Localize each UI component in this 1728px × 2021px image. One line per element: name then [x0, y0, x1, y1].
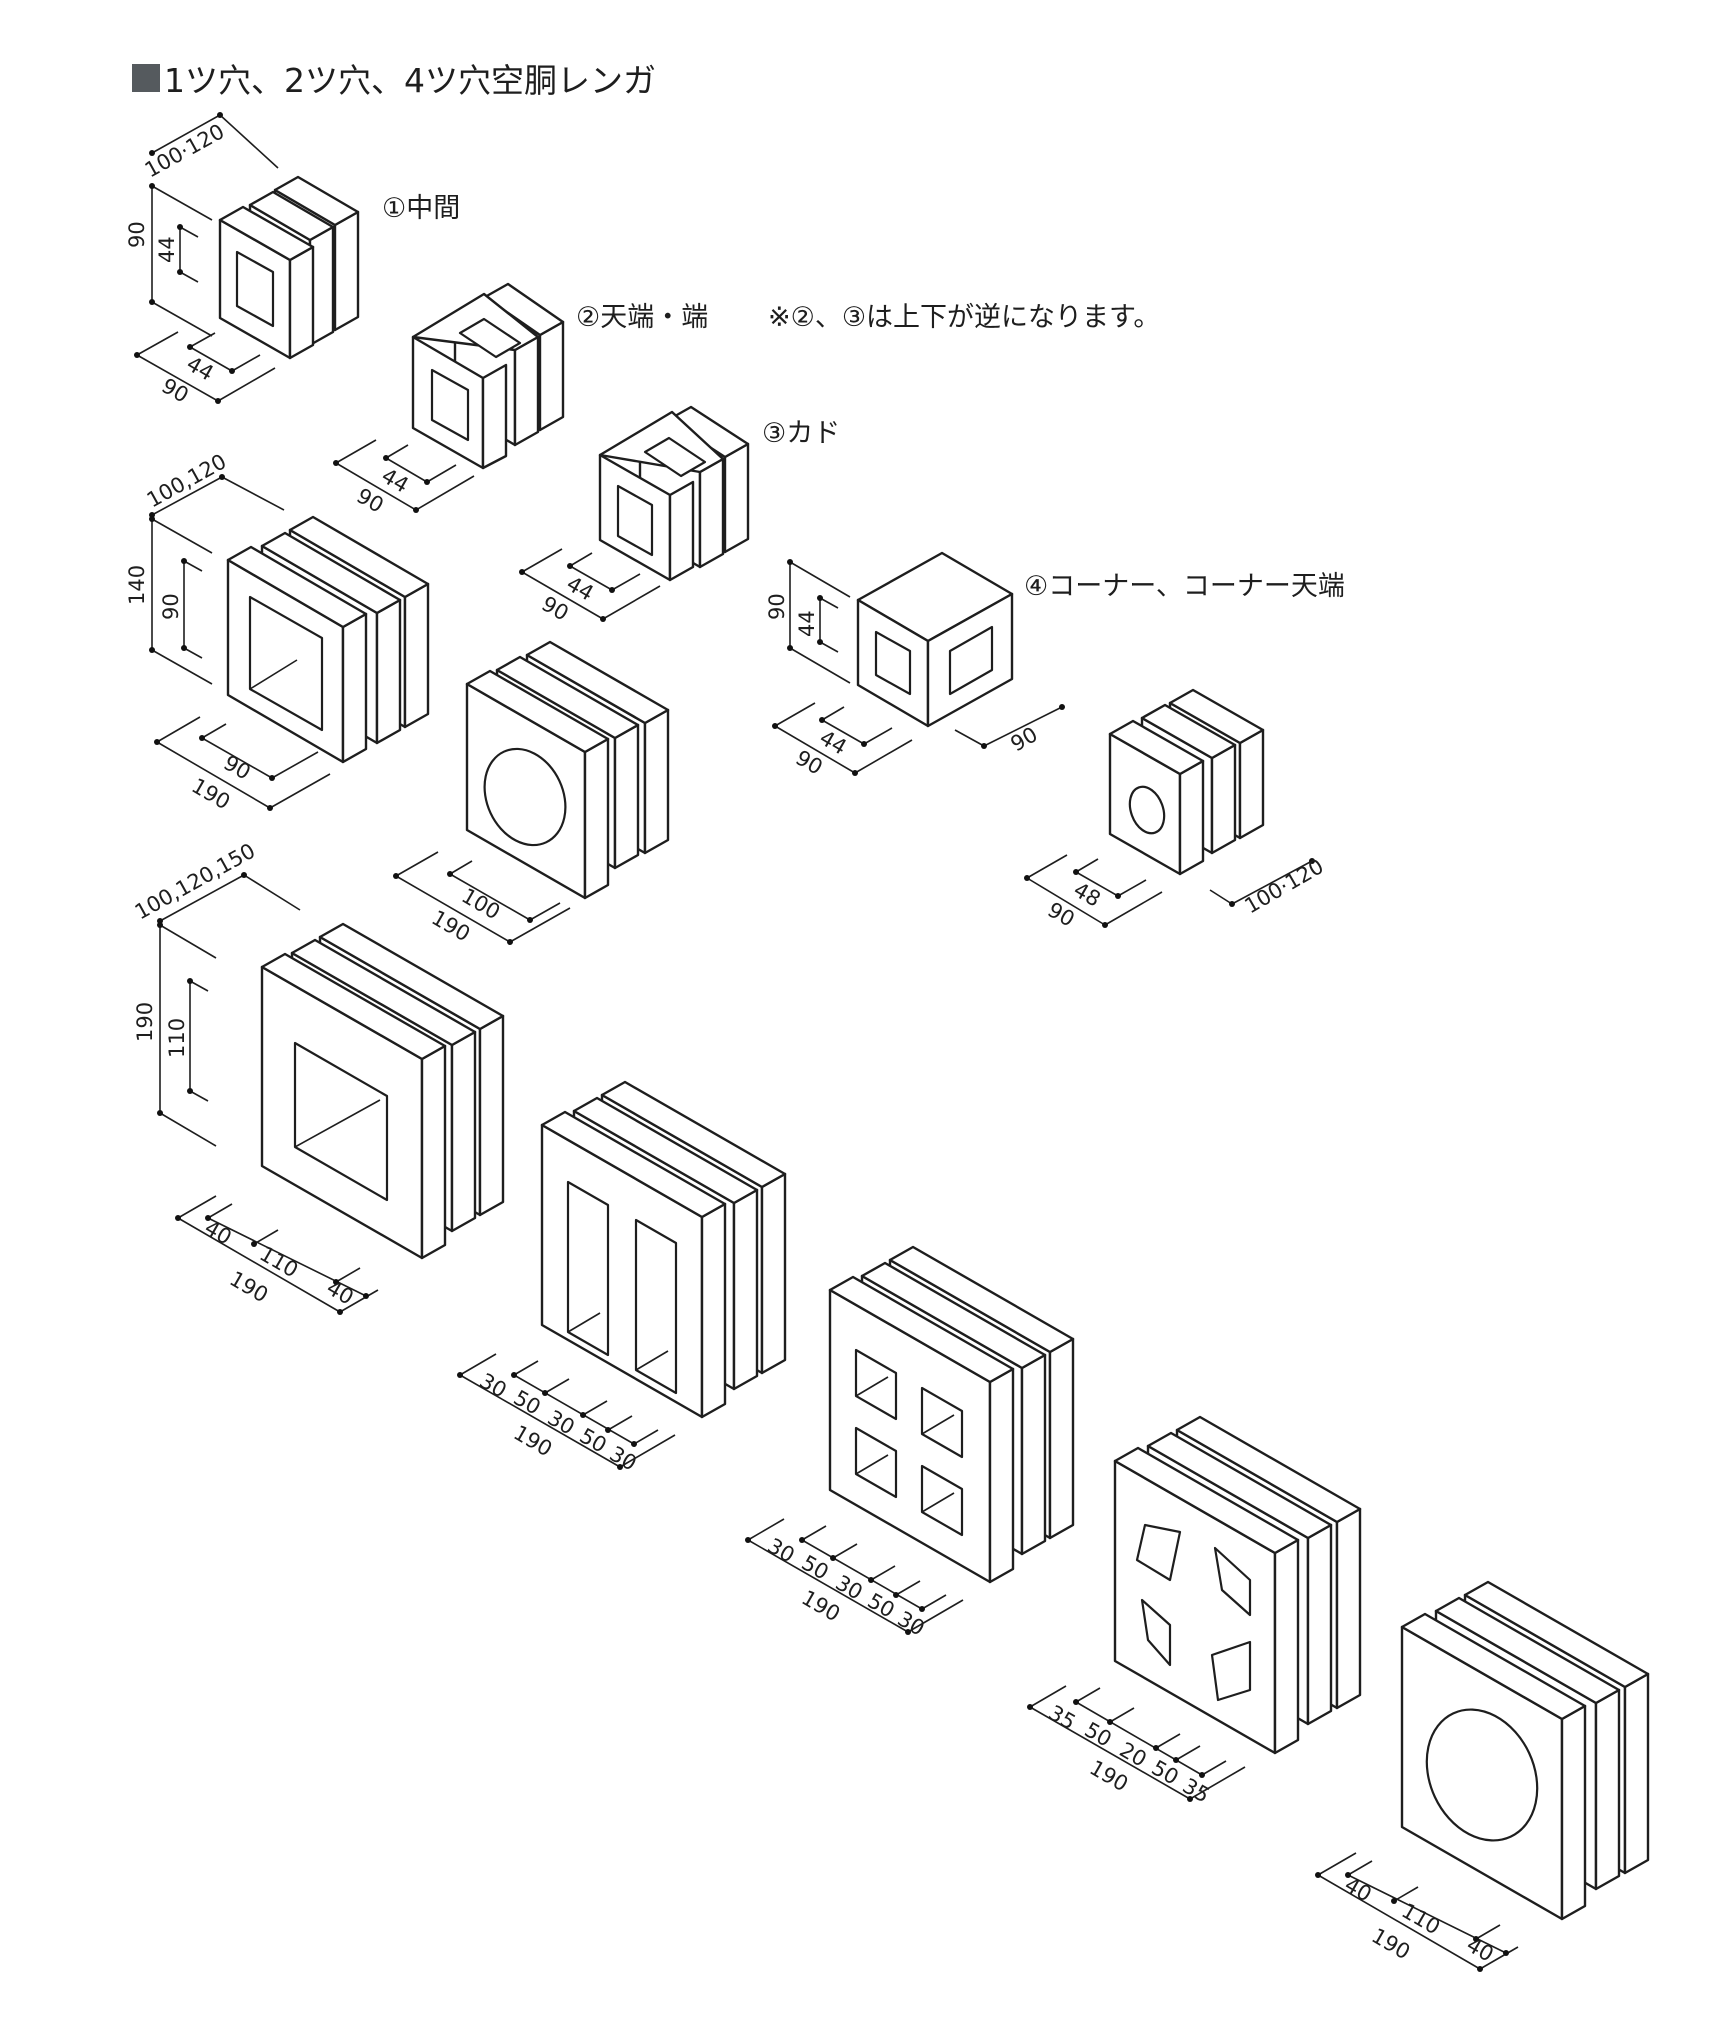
brick-190-round — [1400, 1580, 1650, 1921]
dimension-label: 90 — [792, 746, 827, 780]
dimension-label: 90 — [125, 221, 149, 248]
dimension-label: 30 — [832, 1571, 867, 1605]
dimension-label: 50 — [798, 1551, 833, 1585]
dimension-label: 100·120 — [1241, 854, 1328, 918]
note-reversed: ※②、③は上下が逆になります。 — [768, 302, 1160, 333]
dimension-label: 100 — [458, 884, 505, 925]
dimension-label: 110 — [165, 1018, 189, 1058]
dimension-label: 110 — [1398, 1899, 1445, 1940]
dimension-label: 190 — [1368, 1924, 1415, 1965]
dimension-label: 90 — [353, 484, 388, 518]
brick-middle — [218, 175, 360, 360]
page-title: 1ツ穴、2ツ穴、4ツ穴空胴レンガ — [164, 61, 656, 100]
dimension-label: 190 — [226, 1267, 273, 1308]
dimension-label: 90 — [158, 374, 193, 408]
label-middle: ①中間 — [382, 193, 460, 224]
brick-corner — [598, 405, 750, 582]
label-corner: ③カド — [762, 418, 840, 449]
dimension-label: 30 — [606, 1442, 641, 1476]
brick-four-rotated-holes — [1113, 1415, 1362, 1755]
dimension-label: 30 — [894, 1607, 929, 1641]
dimension-label: 40 — [1341, 1873, 1376, 1907]
dimension-label: 100,120 — [143, 449, 231, 512]
dimension-label: 44 — [378, 464, 413, 498]
brick-140-square — [226, 515, 430, 764]
dimension-label: 90 — [538, 592, 573, 626]
dimension-label: 190 — [188, 774, 235, 815]
dimension-label: 190 — [428, 906, 475, 947]
label-corner-top: ④コーナー、コーナー天端 — [1024, 571, 1345, 602]
dimension-label: 35 — [1179, 1774, 1214, 1808]
dimension-label: 90 — [1007, 722, 1042, 756]
dimension-label: 140 — [125, 565, 149, 605]
dimension-label: 30 — [764, 1534, 799, 1568]
dimension-label: 40 — [201, 1216, 236, 1250]
title-marker — [132, 64, 160, 92]
dimension-label: 190 — [133, 1002, 157, 1042]
brick-four-holes — [828, 1245, 1075, 1584]
dimension-label: 90 — [220, 751, 255, 785]
dimension-label: 44 — [155, 236, 179, 263]
brick-two-holes — [540, 1080, 787, 1419]
dimension-label: 44 — [563, 572, 598, 606]
dimension-label: 50 — [510, 1386, 545, 1420]
dimension-label: 90 — [159, 593, 183, 620]
dimension-label: 30 — [476, 1369, 511, 1403]
label-top-end: ②天端・端 — [576, 302, 708, 333]
dimension-label: 100,120,150 — [131, 839, 259, 925]
brick-corner-cube — [856, 551, 1014, 728]
dimension-label: 44 — [183, 352, 218, 386]
brick-140-round — [465, 640, 670, 900]
brick-190-square — [260, 922, 505, 1260]
dimension-label: 44 — [795, 610, 819, 637]
dimension-label: 90 — [1044, 898, 1079, 932]
dimension-label: 90 — [765, 593, 789, 620]
dimension-label: 35 — [1045, 1701, 1080, 1735]
dimension-label: 30 — [544, 1406, 579, 1440]
brick-small-round — [1108, 688, 1265, 876]
brick-top-end — [411, 282, 565, 470]
